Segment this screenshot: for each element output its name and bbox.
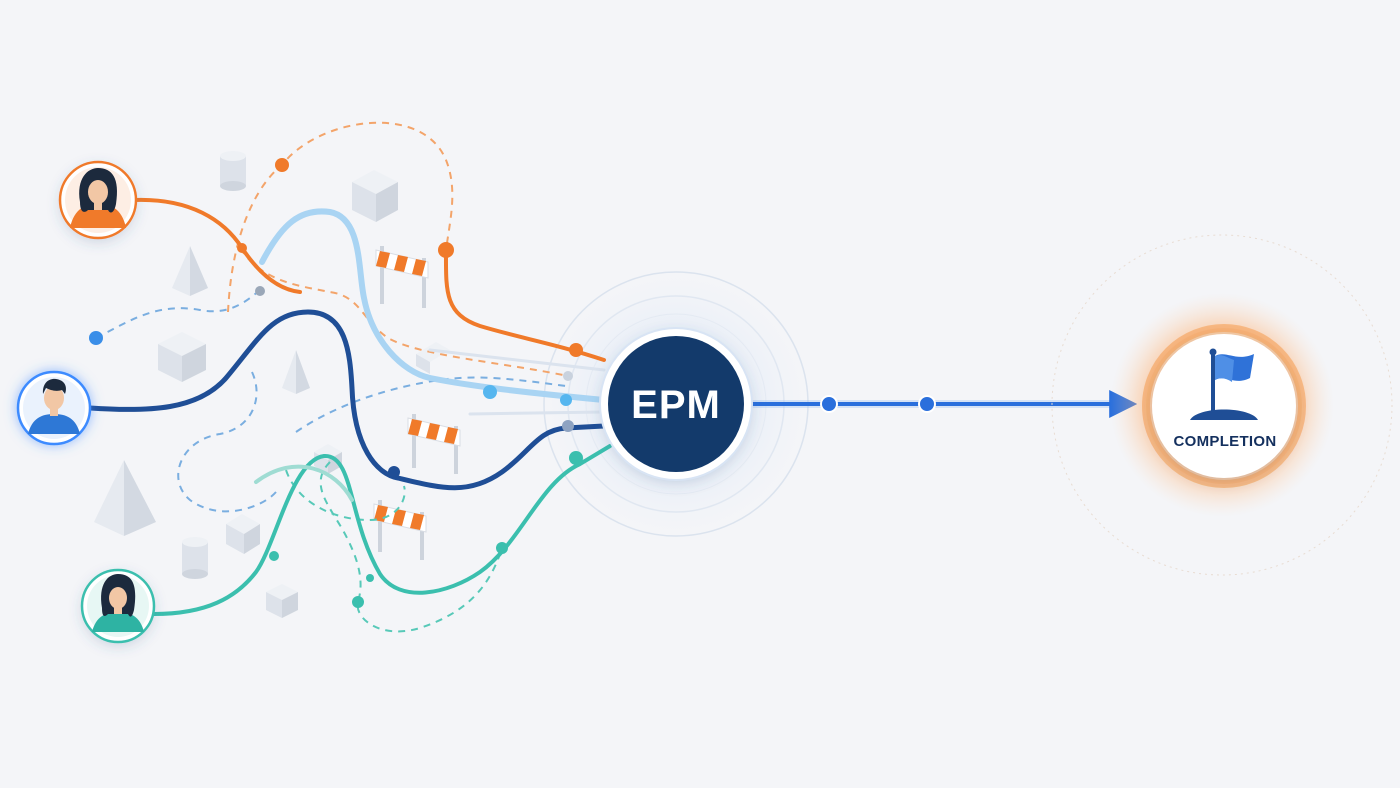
output-arrow <box>742 390 1138 418</box>
pyramid-icon <box>172 246 208 296</box>
epm-hub: EPM <box>599 327 753 481</box>
cylinder-icon <box>182 537 208 579</box>
teal-dashed-path <box>285 469 406 522</box>
cube-icon <box>352 170 398 222</box>
obstacles <box>94 151 461 618</box>
blue-dashed-path <box>295 376 567 433</box>
light-teal-path <box>254 464 354 502</box>
dashed-paths <box>95 121 569 633</box>
cube-icon <box>266 584 298 618</box>
barrier-icon <box>373 500 427 560</box>
barrier-icon <box>407 414 461 474</box>
teal-dashed-path <box>319 461 503 633</box>
cube-icon <box>416 342 450 374</box>
person-blue-avatar <box>16 370 92 446</box>
cube-icon <box>226 514 260 554</box>
path-nodes <box>89 158 583 608</box>
orange-path <box>132 197 302 294</box>
orange-dashed-path <box>227 121 454 313</box>
orange-path <box>443 248 606 362</box>
blue-dashed-path <box>95 289 261 339</box>
cylinder-icon <box>220 151 246 191</box>
solid-paths <box>87 197 612 616</box>
navy-path <box>87 309 607 491</box>
blue-dashed-path <box>177 371 277 513</box>
hub-label: EPM <box>631 383 721 427</box>
barrier-icon <box>375 246 429 308</box>
person-orange-avatar <box>58 160 138 240</box>
completion-goal: COMPLETION <box>1051 234 1393 576</box>
goal-label: COMPLETION <box>1174 433 1277 450</box>
orange-dashed-path <box>239 247 569 377</box>
person-teal-avatar <box>80 568 156 644</box>
cube-icon <box>158 332 206 382</box>
pyramid-icon <box>282 350 310 394</box>
flag-icon <box>1190 348 1258 420</box>
pyramid-icon <box>94 460 156 536</box>
